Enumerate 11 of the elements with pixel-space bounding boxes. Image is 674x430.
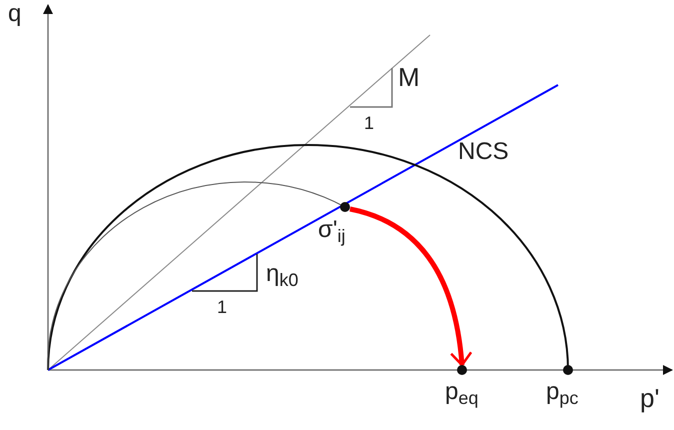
stress-point xyxy=(340,202,350,212)
axis-label: p' xyxy=(640,385,660,411)
axis-label: M xyxy=(398,64,420,90)
stress-point xyxy=(457,365,467,375)
axis-label: q xyxy=(8,2,22,26)
axis-label: 1 xyxy=(217,298,228,316)
axis-label: 1 xyxy=(364,114,374,132)
axis-label: NCS xyxy=(458,140,509,164)
stress-point xyxy=(563,365,573,375)
stress-path-arrow xyxy=(349,206,472,366)
axis-label: η$_{k0}$ xyxy=(266,262,298,286)
